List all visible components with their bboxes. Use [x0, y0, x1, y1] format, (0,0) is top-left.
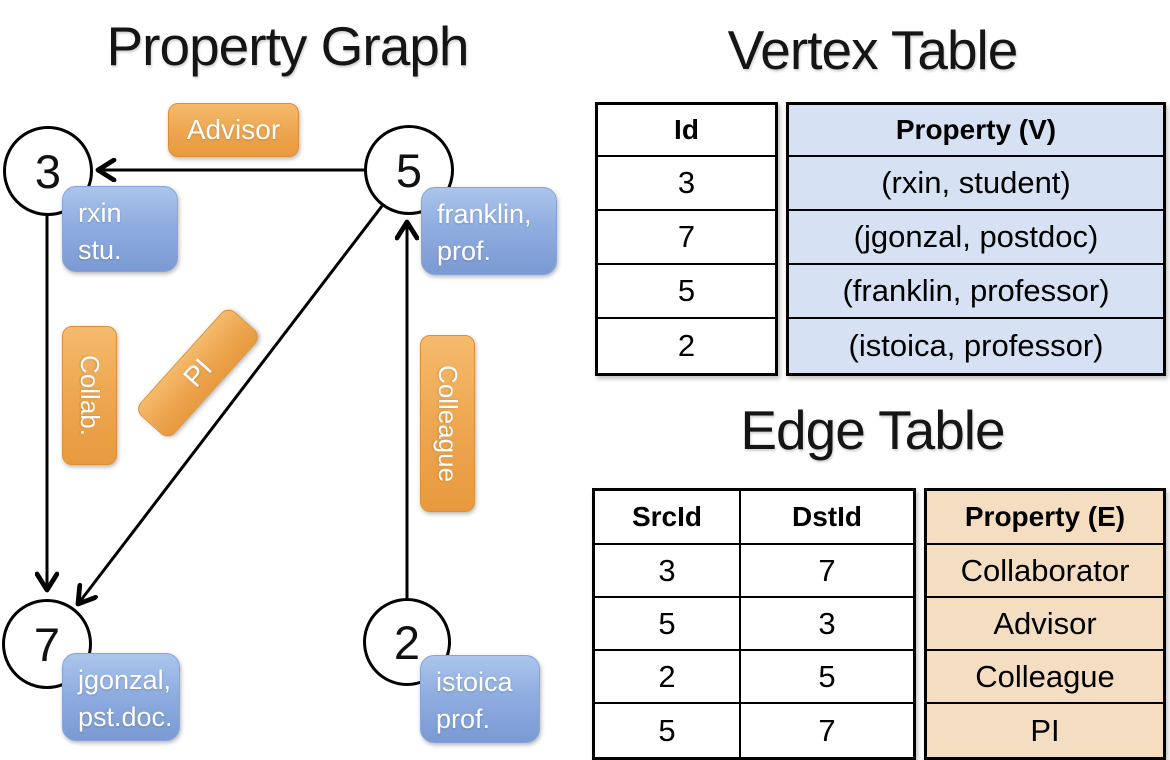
edge-table-cell-srcid: 5 [595, 704, 741, 757]
vertex-property-line: franklin, [437, 199, 532, 229]
table-header-row: Property (V) [789, 105, 1163, 157]
vertex-id-label: 7 [33, 617, 61, 671]
table-row: 5 3 [595, 598, 913, 651]
edge-table-cell-dstid: 3 [741, 598, 913, 651]
vertex-property-line: pst.doc. [78, 702, 173, 733]
vertex-table-id-column: Id 3 7 5 2 [595, 102, 778, 376]
vertex-property-box-rxin: rxin stu. [62, 186, 178, 272]
table-row: Collaborator [927, 545, 1163, 598]
vertex-circle-2: 2 [363, 598, 451, 686]
edge-label-box-collab: Collab. [62, 326, 117, 465]
table-row: (rxin, student) [789, 157, 1163, 211]
vertex-property-line: jgonzal, [78, 665, 172, 695]
edge-table-cell-property: Collaborator [927, 545, 1163, 598]
edge-table-cell-dstid: 5 [741, 651, 913, 704]
vertex-property-box-istoica: istoica prof. [420, 655, 540, 743]
table-header-row: Property (E) [927, 491, 1163, 545]
edge-table-header-dstid: DstId [741, 491, 913, 545]
edge-table-cell-property: Colleague [927, 651, 1163, 704]
vertex-table-cell-property: (franklin, professor) [789, 265, 1163, 319]
graph-title: Property Graph [106, 15, 469, 77]
edge-table-cell-srcid: 3 [595, 545, 741, 598]
vertex-circle-5: 5 [364, 125, 454, 215]
table-row: 3 7 [595, 545, 913, 598]
vertex-table-header-property: Property (V) [789, 105, 1163, 157]
table-row: 2 5 [595, 651, 913, 704]
edge-table-cell-property: PI [927, 704, 1163, 757]
vertex-table-cell-property: (jgonzal, postdoc) [789, 211, 1163, 265]
vertex-table-cell-id: 2 [677, 328, 696, 363]
edge-table: SrcId DstId 3 7 5 3 2 5 5 7 Property (E) [592, 488, 1166, 760]
edge-label: Colleague [433, 364, 463, 483]
table-row: 7 [598, 211, 775, 265]
vertex-table-cell-id: 7 [598, 211, 775, 265]
edge-table-title: Edge Table [740, 399, 1005, 461]
edge-table-header-srcid: SrcId [595, 491, 741, 545]
vertex-property-line: rxin [78, 198, 122, 228]
edge-table-cell-srcid: 5 [595, 598, 741, 651]
table-row: PI [927, 704, 1163, 757]
edge-table-property-column: Property (E) Collaborator Advisor Collea… [924, 488, 1166, 760]
vertex-id-label: 5 [395, 143, 423, 197]
vertex-table-property-column: Property (V) (rxin, student) (jgonzal, p… [786, 102, 1166, 376]
vertex-table-cell-id: 5 [598, 265, 775, 319]
vertex-table: Id 3 7 5 2 Property (V) (rxin, student) … [595, 102, 1166, 376]
vertex-table-cell-id: 3 [598, 157, 775, 211]
edge-arrow-pi-5-to-7 [78, 205, 384, 604]
table-header-row: SrcId DstId [595, 491, 913, 545]
table-row: 2 [598, 319, 775, 373]
table-row: Advisor [927, 598, 1163, 651]
vertex-table-cell-property: (istoica, professor) [789, 319, 1163, 373]
vertex-table-title: Vertex Table [727, 19, 1019, 81]
vertex-property-line: stu. [78, 235, 122, 266]
vertex-id-label: 2 [393, 615, 421, 669]
table-row: 5 7 [595, 704, 913, 757]
vertex-property-line: prof. [436, 704, 491, 735]
vertex-property-box-franklin: franklin, prof. [421, 187, 557, 275]
graph-edges-svg [0, 0, 585, 760]
edge-table-id-columns: SrcId DstId 3 7 5 3 2 5 5 7 [592, 488, 916, 760]
edge-table-cell-srcid: 2 [595, 651, 741, 704]
vertex-id-label: 3 [34, 144, 62, 198]
vertex-table-header-id: Id [598, 105, 775, 157]
vertex-property-box-jgonzal: jgonzal, pst.doc. [62, 653, 180, 741]
table-row: 5 [598, 265, 775, 319]
edge-label-box-colleague: Colleague [420, 335, 475, 512]
edge-label: Advisor [186, 114, 281, 145]
vertex-table-cell-property: (rxin, student) [789, 157, 1163, 211]
edge-label: Collab. [75, 355, 105, 436]
table-row: 3 [598, 157, 775, 211]
edge-label: PI [177, 352, 219, 393]
table-row: (istoica, professor) [789, 319, 1163, 373]
table-row: (franklin, professor) [789, 265, 1163, 319]
table-row: (jgonzal, postdoc) [789, 211, 1163, 265]
vertex-property-line: istoica [436, 667, 513, 697]
edge-table-header-property: Property (E) [927, 491, 1163, 545]
edge-label-box-advisor: Advisor [168, 103, 299, 157]
edge-table-cell-dstid: 7 [818, 712, 836, 748]
edge-table-cell-property: Advisor [927, 598, 1163, 651]
edge-table-cell-dstid: 7 [741, 545, 913, 598]
table-header-row: Id [598, 105, 775, 157]
vertex-property-line: prof. [437, 236, 492, 267]
table-row: Colleague [927, 651, 1163, 704]
